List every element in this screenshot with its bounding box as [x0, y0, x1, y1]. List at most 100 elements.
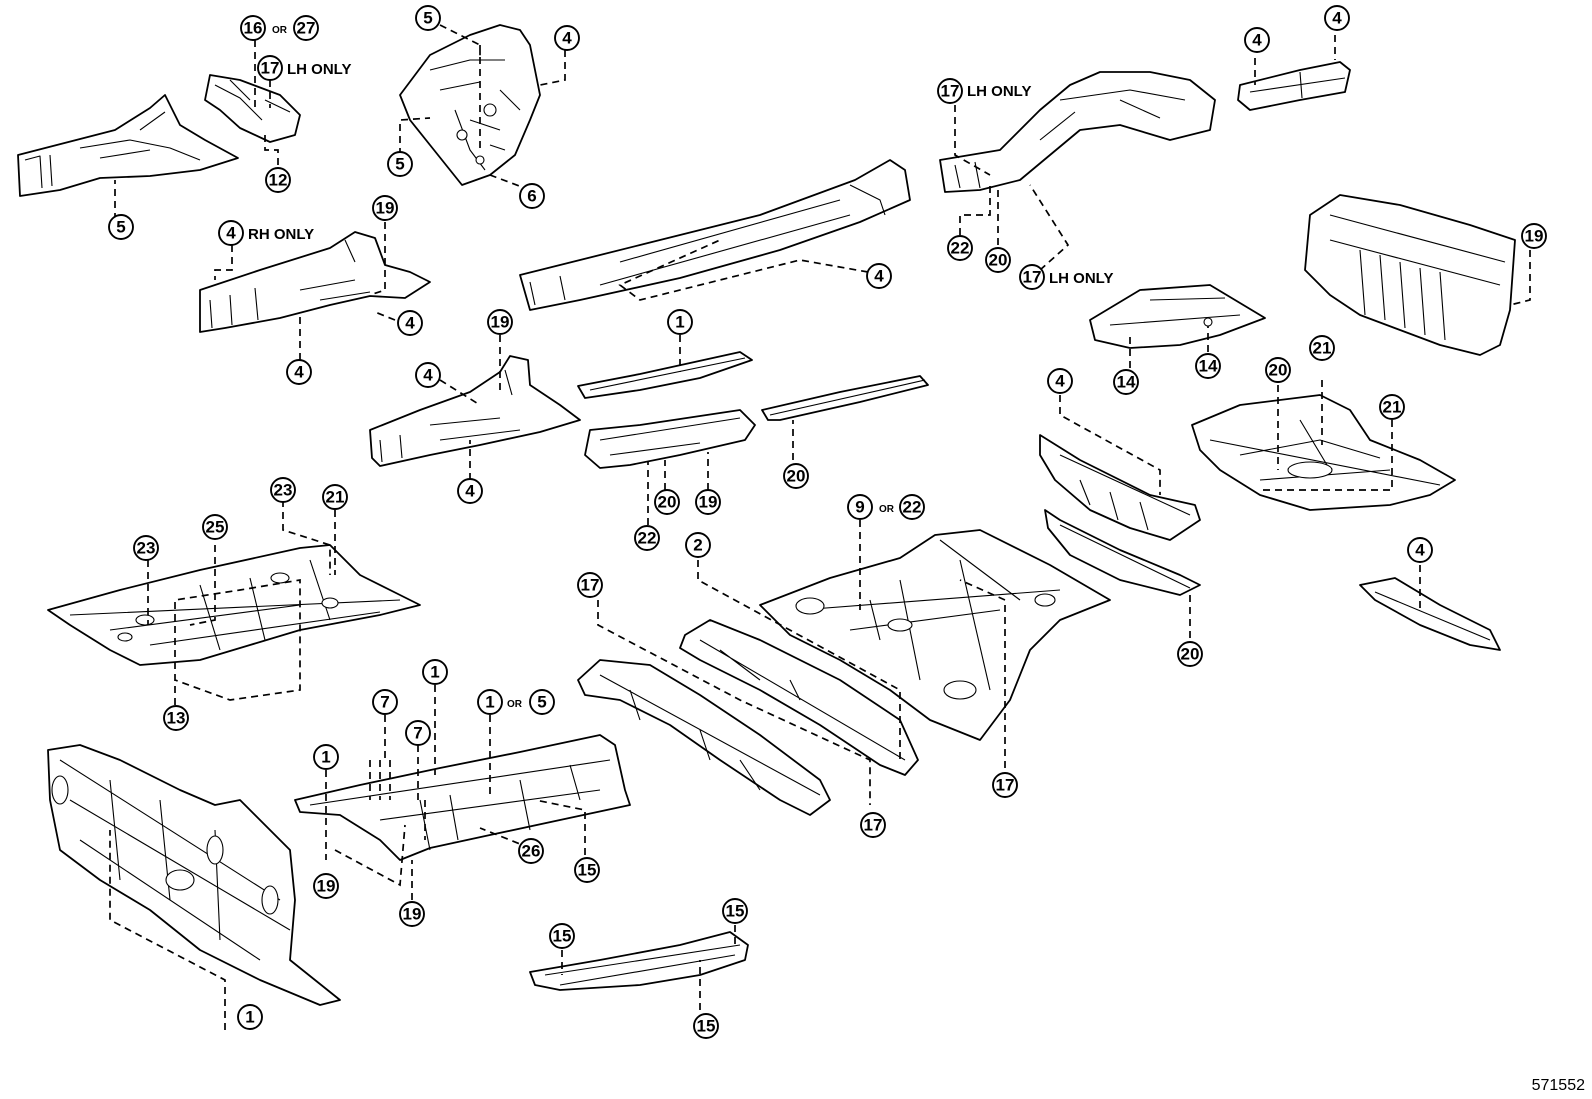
- callout-9: 9: [847, 494, 873, 520]
- svg-text:20: 20: [1181, 645, 1200, 664]
- svg-text:19: 19: [491, 313, 510, 332]
- callout-5: 5: [529, 689, 555, 715]
- callout-20: 20: [654, 489, 680, 515]
- svg-text:17: 17: [581, 576, 600, 595]
- apron-bracket: [204, 74, 301, 143]
- svg-text:19: 19: [1525, 227, 1544, 246]
- svg-text:1: 1: [430, 663, 439, 682]
- callout-4: 4: [286, 359, 312, 385]
- svg-text:5: 5: [537, 693, 546, 712]
- svg-text:4: 4: [294, 363, 304, 382]
- front-pillar-lower: [584, 409, 756, 469]
- front-wheelhouse-apron: [399, 24, 541, 186]
- svg-text:7: 7: [380, 693, 389, 712]
- callout-21: 21: [1379, 394, 1405, 420]
- svg-text:20: 20: [1269, 361, 1288, 380]
- callout-15: 15: [722, 898, 748, 924]
- callout-4: 4: [397, 310, 423, 336]
- callout-5: 5: [387, 151, 413, 177]
- center-floor-pan: [759, 529, 1111, 741]
- svg-text:17: 17: [864, 816, 883, 835]
- rear-bumper-arm: [1359, 577, 1501, 651]
- callout-13: 13: [163, 705, 189, 731]
- cowl-top-panel: [529, 931, 749, 991]
- or-label: OR: [272, 25, 288, 36]
- svg-text:15: 15: [578, 861, 597, 880]
- svg-text:17: 17: [261, 59, 280, 78]
- callout-1: 1: [477, 689, 503, 715]
- svg-text:22: 22: [951, 239, 970, 258]
- callout-23: 23: [133, 535, 159, 561]
- svg-text:4: 4: [1332, 9, 1342, 28]
- svg-text:21: 21: [1313, 339, 1332, 358]
- callout-4: 4: [415, 362, 441, 388]
- svg-text:22: 22: [903, 498, 922, 517]
- callout-17: 17: [992, 772, 1018, 798]
- svg-text:16: 16: [244, 19, 263, 38]
- callout-1: 1: [237, 1004, 263, 1030]
- callout-2: 2: [685, 532, 711, 558]
- callout-20: 20: [985, 247, 1011, 273]
- rear-body-panel: [1304, 194, 1516, 356]
- rear-floor-crossmember-no2: [1039, 434, 1201, 541]
- rear-side-member-lh: [939, 71, 1216, 193]
- callout-19: 19: [695, 489, 721, 515]
- callout-4: 4: [1407, 537, 1433, 563]
- svg-text:1: 1: [245, 1008, 254, 1027]
- callout-4: 4: [554, 25, 580, 51]
- callout-14: 14: [1195, 353, 1221, 379]
- svg-text:4: 4: [562, 29, 572, 48]
- lh-only-note: LH ONLY: [967, 83, 1031, 100]
- callout-26: 26: [518, 838, 544, 864]
- svg-text:15: 15: [553, 927, 572, 946]
- callout-4: 4: [1324, 5, 1350, 31]
- svg-text:1: 1: [485, 693, 494, 712]
- callout-23: 23: [270, 477, 296, 503]
- svg-text:19: 19: [317, 877, 336, 896]
- svg-text:5: 5: [116, 218, 125, 237]
- callout-20: 20: [1265, 357, 1291, 383]
- svg-text:25: 25: [206, 518, 225, 537]
- callout-15: 15: [549, 923, 575, 949]
- rocker-panel: [519, 159, 911, 311]
- callout-19: 19: [399, 901, 425, 927]
- callout-17: 17: [257, 55, 283, 81]
- callout-20: 20: [783, 463, 809, 489]
- floor-side-member: [679, 619, 919, 776]
- callout-15: 15: [574, 857, 600, 883]
- svg-text:17: 17: [996, 776, 1015, 795]
- svg-text:20: 20: [989, 251, 1008, 270]
- svg-text:23: 23: [274, 481, 293, 500]
- rocker-reinforcement: [577, 351, 753, 399]
- svg-text:4: 4: [226, 224, 236, 243]
- rear-floor-crossmember-no3: [1044, 509, 1201, 596]
- svg-text:27: 27: [297, 19, 316, 38]
- callout-16: 16: [240, 15, 266, 41]
- svg-text:22: 22: [638, 529, 657, 548]
- svg-text:4: 4: [874, 267, 884, 286]
- callout-27: 27: [293, 15, 319, 41]
- svg-text:26: 26: [522, 842, 541, 861]
- callout-1: 1: [667, 309, 693, 335]
- callout-5: 5: [415, 5, 441, 31]
- callout-17: 17: [577, 572, 603, 598]
- callout-19: 19: [372, 195, 398, 221]
- svg-text:20: 20: [787, 467, 806, 486]
- svg-text:4: 4: [1055, 372, 1065, 391]
- svg-text:19: 19: [376, 199, 395, 218]
- svg-text:2: 2: [693, 536, 702, 555]
- callout-1: 1: [313, 744, 339, 770]
- callout-20: 20: [1177, 641, 1203, 667]
- svg-text:14: 14: [1199, 357, 1218, 376]
- callout-5: 5: [108, 214, 134, 240]
- svg-text:17: 17: [1023, 268, 1042, 287]
- callout-22: 22: [634, 525, 660, 551]
- callout-17: 17: [1019, 264, 1045, 290]
- svg-text:4: 4: [423, 366, 433, 385]
- callout-7: 7: [372, 689, 398, 715]
- sill-inner-panel: [761, 375, 929, 421]
- callout-4: 4: [457, 478, 483, 504]
- callout-19: 19: [487, 309, 513, 335]
- callout-21: 21: [322, 484, 348, 510]
- callout-1: 1: [422, 659, 448, 685]
